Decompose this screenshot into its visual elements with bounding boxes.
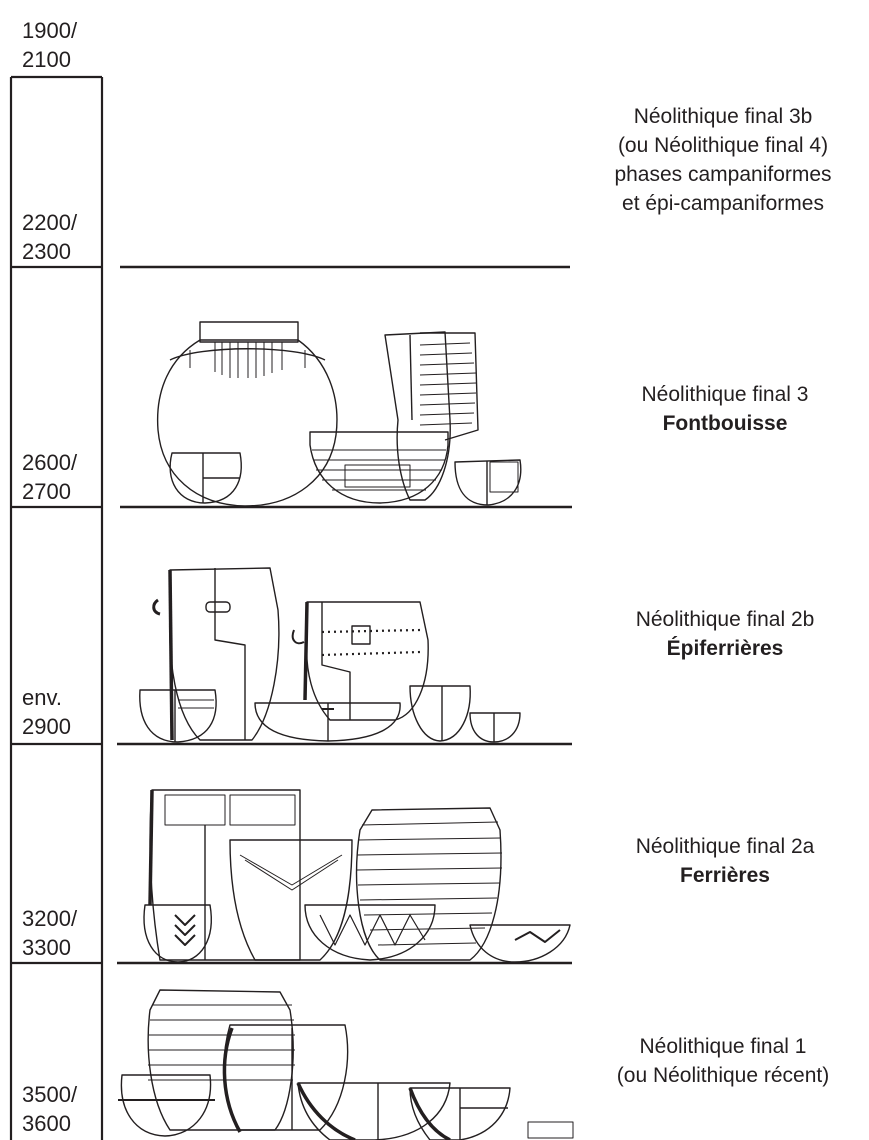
date-line: 2900 bbox=[22, 714, 71, 739]
date-line: 3200/ bbox=[22, 906, 78, 931]
period-line: Néolithique final 1 bbox=[639, 1035, 807, 1058]
culture-name: Ferrières bbox=[680, 864, 770, 887]
date-line: 2100 bbox=[22, 47, 71, 72]
period-line: et épi-campaniformes bbox=[622, 192, 824, 215]
date-label: env. 2900 bbox=[22, 683, 102, 741]
period-label: Néolithique final 1 (ou Néolithique réce… bbox=[578, 1032, 868, 1090]
period-line: phases campaniformes bbox=[614, 163, 832, 186]
period-line: (ou Néolithique récent) bbox=[616, 1064, 830, 1087]
period-line: Néolithique final 2b bbox=[635, 608, 815, 631]
date-line: 3600 bbox=[22, 1111, 71, 1136]
date-line: env. bbox=[22, 685, 62, 710]
date-label: 1900/ 2100 bbox=[22, 16, 102, 74]
timeline-column bbox=[9, 75, 104, 1140]
period-line: Néolithique final 2a bbox=[635, 835, 815, 858]
period-label: Néolithique final 2b Épiferrières bbox=[590, 605, 860, 663]
pottery-epiferrieres bbox=[139, 567, 521, 743]
period-label: Néolithique final 3 Fontbouisse bbox=[590, 380, 860, 438]
period-label: Néolithique final 3b (ou Néolithique fin… bbox=[578, 102, 868, 218]
date-label: 3200/ 3300 bbox=[22, 904, 102, 962]
period-label: Néolithique final 2a Ferrières bbox=[590, 832, 860, 890]
date-label: 2600/ 2700 bbox=[22, 448, 102, 506]
date-line: 2700 bbox=[22, 479, 71, 504]
date-label: 2200/ 2300 bbox=[22, 208, 102, 266]
date-line: 2300 bbox=[22, 239, 71, 264]
date-line: 1900/ bbox=[22, 18, 78, 43]
period-boundaries bbox=[117, 265, 572, 965]
pottery-fontbouisse bbox=[156, 321, 522, 507]
period-line: (ou Néolithique final 4) bbox=[617, 134, 829, 157]
culture-name: Fontbouisse bbox=[662, 412, 788, 435]
date-line: 2600/ bbox=[22, 450, 78, 475]
culture-name: Épiferrières bbox=[666, 637, 784, 660]
pottery-ferrieres bbox=[143, 789, 571, 963]
date-line: 3300 bbox=[22, 935, 71, 960]
period-line: Néolithique final 3b bbox=[633, 105, 813, 128]
date-label: 3500/ 3600 bbox=[22, 1080, 102, 1138]
period-line: Néolithique final 3 bbox=[641, 383, 809, 406]
date-line: 3500/ bbox=[22, 1082, 78, 1107]
date-line: 2200/ bbox=[22, 210, 78, 235]
pottery-final-1 bbox=[118, 989, 574, 1140]
